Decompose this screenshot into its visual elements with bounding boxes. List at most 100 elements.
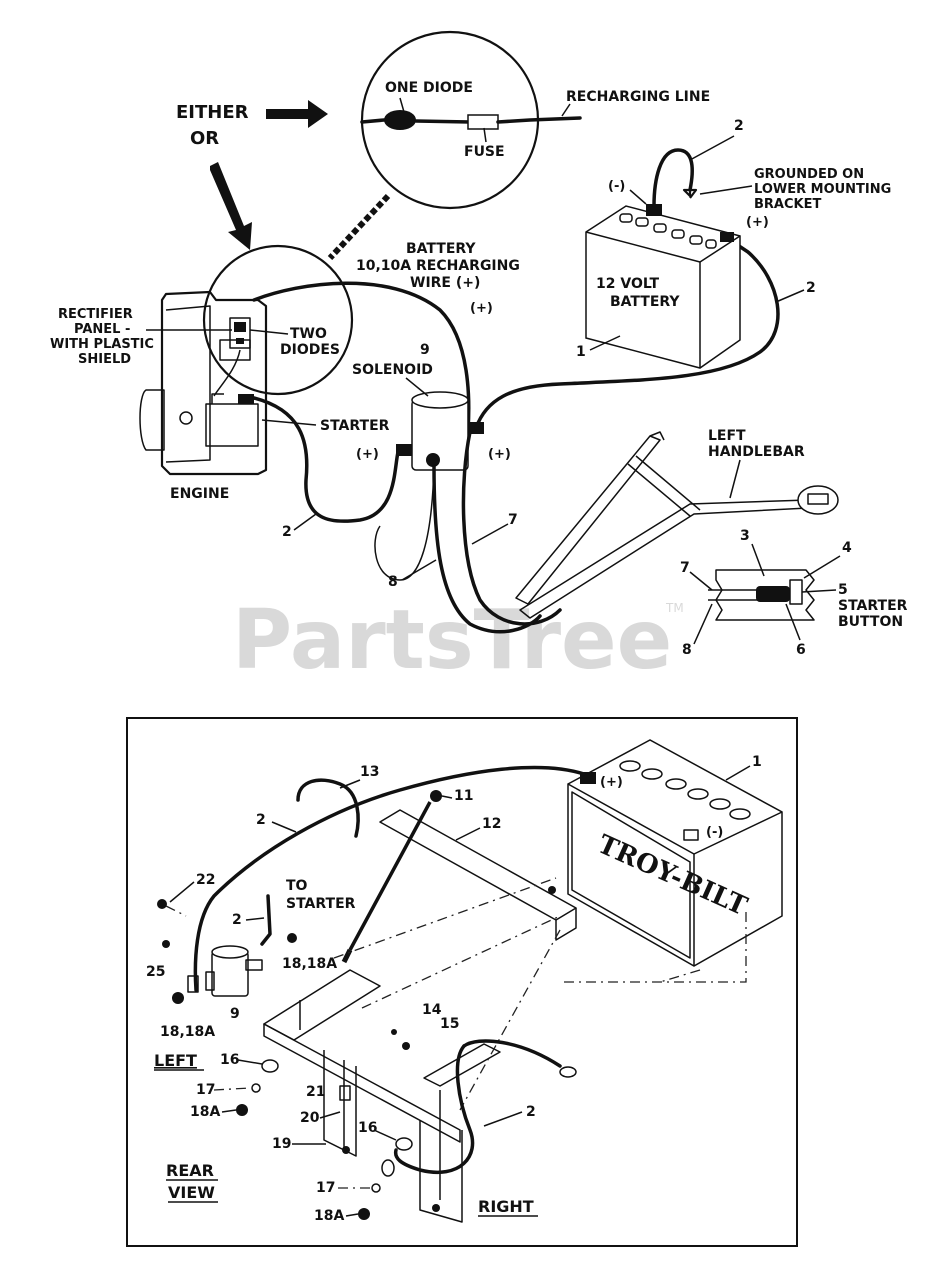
rear-view-frame bbox=[126, 717, 798, 1247]
one-diode-label: ONE DIODE bbox=[385, 80, 473, 96]
callout-19: 19 bbox=[272, 1136, 291, 1152]
callout-1-battery: 1 bbox=[576, 344, 586, 360]
callout-2-positive: 2 bbox=[806, 280, 816, 296]
svg-text:BUTTON: BUTTON bbox=[838, 614, 903, 630]
recharging-line-label: RECHARGING LINE bbox=[566, 89, 710, 105]
callout-18a-right: 18A bbox=[314, 1208, 344, 1224]
callout-11: 11 bbox=[454, 788, 473, 804]
callout-4: 4 bbox=[842, 540, 852, 556]
callout-9: 9 bbox=[230, 1006, 240, 1022]
callout-7-top: 7 bbox=[508, 512, 518, 528]
battery-minus-label: (-) bbox=[608, 179, 625, 194]
svg-text:BATTERY: BATTERY bbox=[610, 294, 680, 310]
svg-text:TO: TO bbox=[286, 878, 308, 894]
rear-battery-minus: (-) bbox=[706, 825, 723, 840]
svg-text:WITH PLASTIC: WITH PLASTIC bbox=[50, 337, 154, 352]
callout-12: 12 bbox=[482, 816, 501, 832]
callout-21: 21 bbox=[306, 1084, 325, 1100]
callout-16-left: 16 bbox=[220, 1052, 239, 1068]
hold-down-bracket bbox=[379, 809, 577, 941]
battery-label: 12 VOLT BATTERY bbox=[596, 276, 680, 310]
engine bbox=[139, 290, 268, 476]
svg-text:SHIELD: SHIELD bbox=[78, 352, 131, 367]
solenoid-number: 9 bbox=[420, 342, 430, 358]
or-arrow bbox=[210, 162, 252, 250]
grounded-label: GROUNDED ON LOWER MOUNTING BRACKET bbox=[754, 167, 891, 212]
recharging-plus-label: (+) bbox=[470, 301, 493, 316]
callout-8-button: 8 bbox=[682, 642, 692, 658]
solenoid-right-plus: (+) bbox=[488, 447, 511, 462]
callout-18-18a-left: 18,18A bbox=[160, 1024, 215, 1040]
svg-text:LEFT: LEFT bbox=[708, 428, 746, 444]
solenoid-left-plus: (+) bbox=[356, 447, 379, 462]
callout-25: 25 bbox=[146, 964, 165, 980]
either-label: EITHER bbox=[176, 102, 249, 123]
either-arrow bbox=[266, 100, 328, 128]
callout-17-right: 17 bbox=[316, 1180, 335, 1196]
rear-view-diagram: TROY-BILT (+) (-) 1 12 11 13 2 bbox=[126, 717, 798, 1247]
watermark-tm: TM bbox=[665, 601, 684, 615]
svg-text:BRACKET: BRACKET bbox=[754, 197, 821, 212]
callout-2-starter: 2 bbox=[282, 524, 292, 540]
svg-text:10,10A RECHARGING: 10,10A RECHARGING bbox=[356, 258, 520, 274]
callout-2-lower: 2 bbox=[526, 1104, 536, 1120]
callout-13: 13 bbox=[360, 764, 379, 780]
svg-text:LOWER MOUNTING: LOWER MOUNTING bbox=[754, 182, 891, 197]
starter-button bbox=[708, 569, 815, 621]
svg-text:STARTER: STARTER bbox=[838, 598, 908, 614]
rear-battery-plus: (+) bbox=[600, 775, 623, 790]
two-diodes-label: TWO DIODES bbox=[280, 326, 340, 358]
svg-text:TWO: TWO bbox=[290, 326, 327, 342]
callout-18a-left: 18A bbox=[190, 1104, 220, 1120]
troy-bilt-battery: TROY-BILT bbox=[567, 739, 783, 967]
solenoid-label: SOLENOID bbox=[352, 362, 433, 378]
callout-5: 5 bbox=[838, 582, 848, 598]
svg-text:REAR: REAR bbox=[166, 1161, 214, 1180]
callout-18-18a-right: 18,18A bbox=[282, 956, 337, 972]
battery-12-volt bbox=[585, 204, 741, 369]
svg-text:PANEL -: PANEL - bbox=[74, 322, 130, 337]
callout-16-right: 16 bbox=[358, 1120, 377, 1136]
callout-3: 3 bbox=[740, 528, 750, 544]
svg-text:STARTER: STARTER bbox=[286, 896, 356, 912]
rectifier-panel-label: RECTIFIER PANEL - WITH PLASTIC SHIELD bbox=[50, 307, 154, 367]
mounting-bracket-right bbox=[419, 1043, 501, 1223]
svg-text:WIRE (+): WIRE (+) bbox=[410, 275, 480, 291]
starter-label: STARTER bbox=[320, 418, 390, 434]
or-label: OR bbox=[190, 128, 219, 149]
callout-2-upper: 2 bbox=[256, 812, 266, 828]
mounting-bracket-left bbox=[263, 969, 461, 1157]
callout-2-starter: 2 bbox=[232, 912, 242, 928]
svg-text:RECTIFIER: RECTIFIER bbox=[58, 307, 133, 322]
rear-view-label: REAR VIEW bbox=[166, 1161, 218, 1203]
battery-plus-label: (+) bbox=[746, 215, 769, 230]
right-label: RIGHT bbox=[478, 1197, 534, 1216]
left-handlebar bbox=[515, 431, 839, 619]
svg-text:BATTERY: BATTERY bbox=[406, 241, 476, 257]
left-label: LEFT bbox=[154, 1051, 197, 1070]
battery-recharging-wire-label: BATTERY 10,10A RECHARGING WIRE (+) bbox=[356, 241, 520, 291]
engine-label: ENGINE bbox=[170, 486, 229, 502]
callout-1-rear: 1 bbox=[752, 754, 762, 770]
callout-15: 15 bbox=[440, 1016, 459, 1032]
svg-text:HANDLEBAR: HANDLEBAR bbox=[708, 444, 805, 460]
to-starter-label: TO STARTER bbox=[286, 878, 356, 912]
callout-14: 14 bbox=[422, 1002, 442, 1018]
callout-17-left: 17 bbox=[196, 1082, 215, 1098]
svg-text:DIODES: DIODES bbox=[280, 342, 340, 358]
svg-text:GROUNDED ON: GROUNDED ON bbox=[754, 167, 864, 182]
svg-text:VIEW: VIEW bbox=[168, 1183, 215, 1202]
callout-8-top: 8 bbox=[388, 574, 398, 590]
top-wiring-diagram: EITHER OR ONE DIODE FUSE RECHARGING LINE bbox=[50, 30, 908, 658]
callout-6: 6 bbox=[796, 642, 806, 658]
callout-2-ground: 2 bbox=[734, 118, 744, 134]
fuse-label: FUSE bbox=[464, 144, 505, 160]
left-handlebar-label: LEFT HANDLEBAR bbox=[708, 428, 805, 460]
callout-22: 22 bbox=[196, 872, 215, 888]
bolt-22 bbox=[157, 899, 187, 917]
callout-7-button: 7 bbox=[680, 560, 690, 576]
rear-solenoid bbox=[205, 945, 263, 997]
svg-text:12 VOLT: 12 VOLT bbox=[596, 276, 659, 292]
watermark-text: PartsTree bbox=[232, 593, 672, 688]
